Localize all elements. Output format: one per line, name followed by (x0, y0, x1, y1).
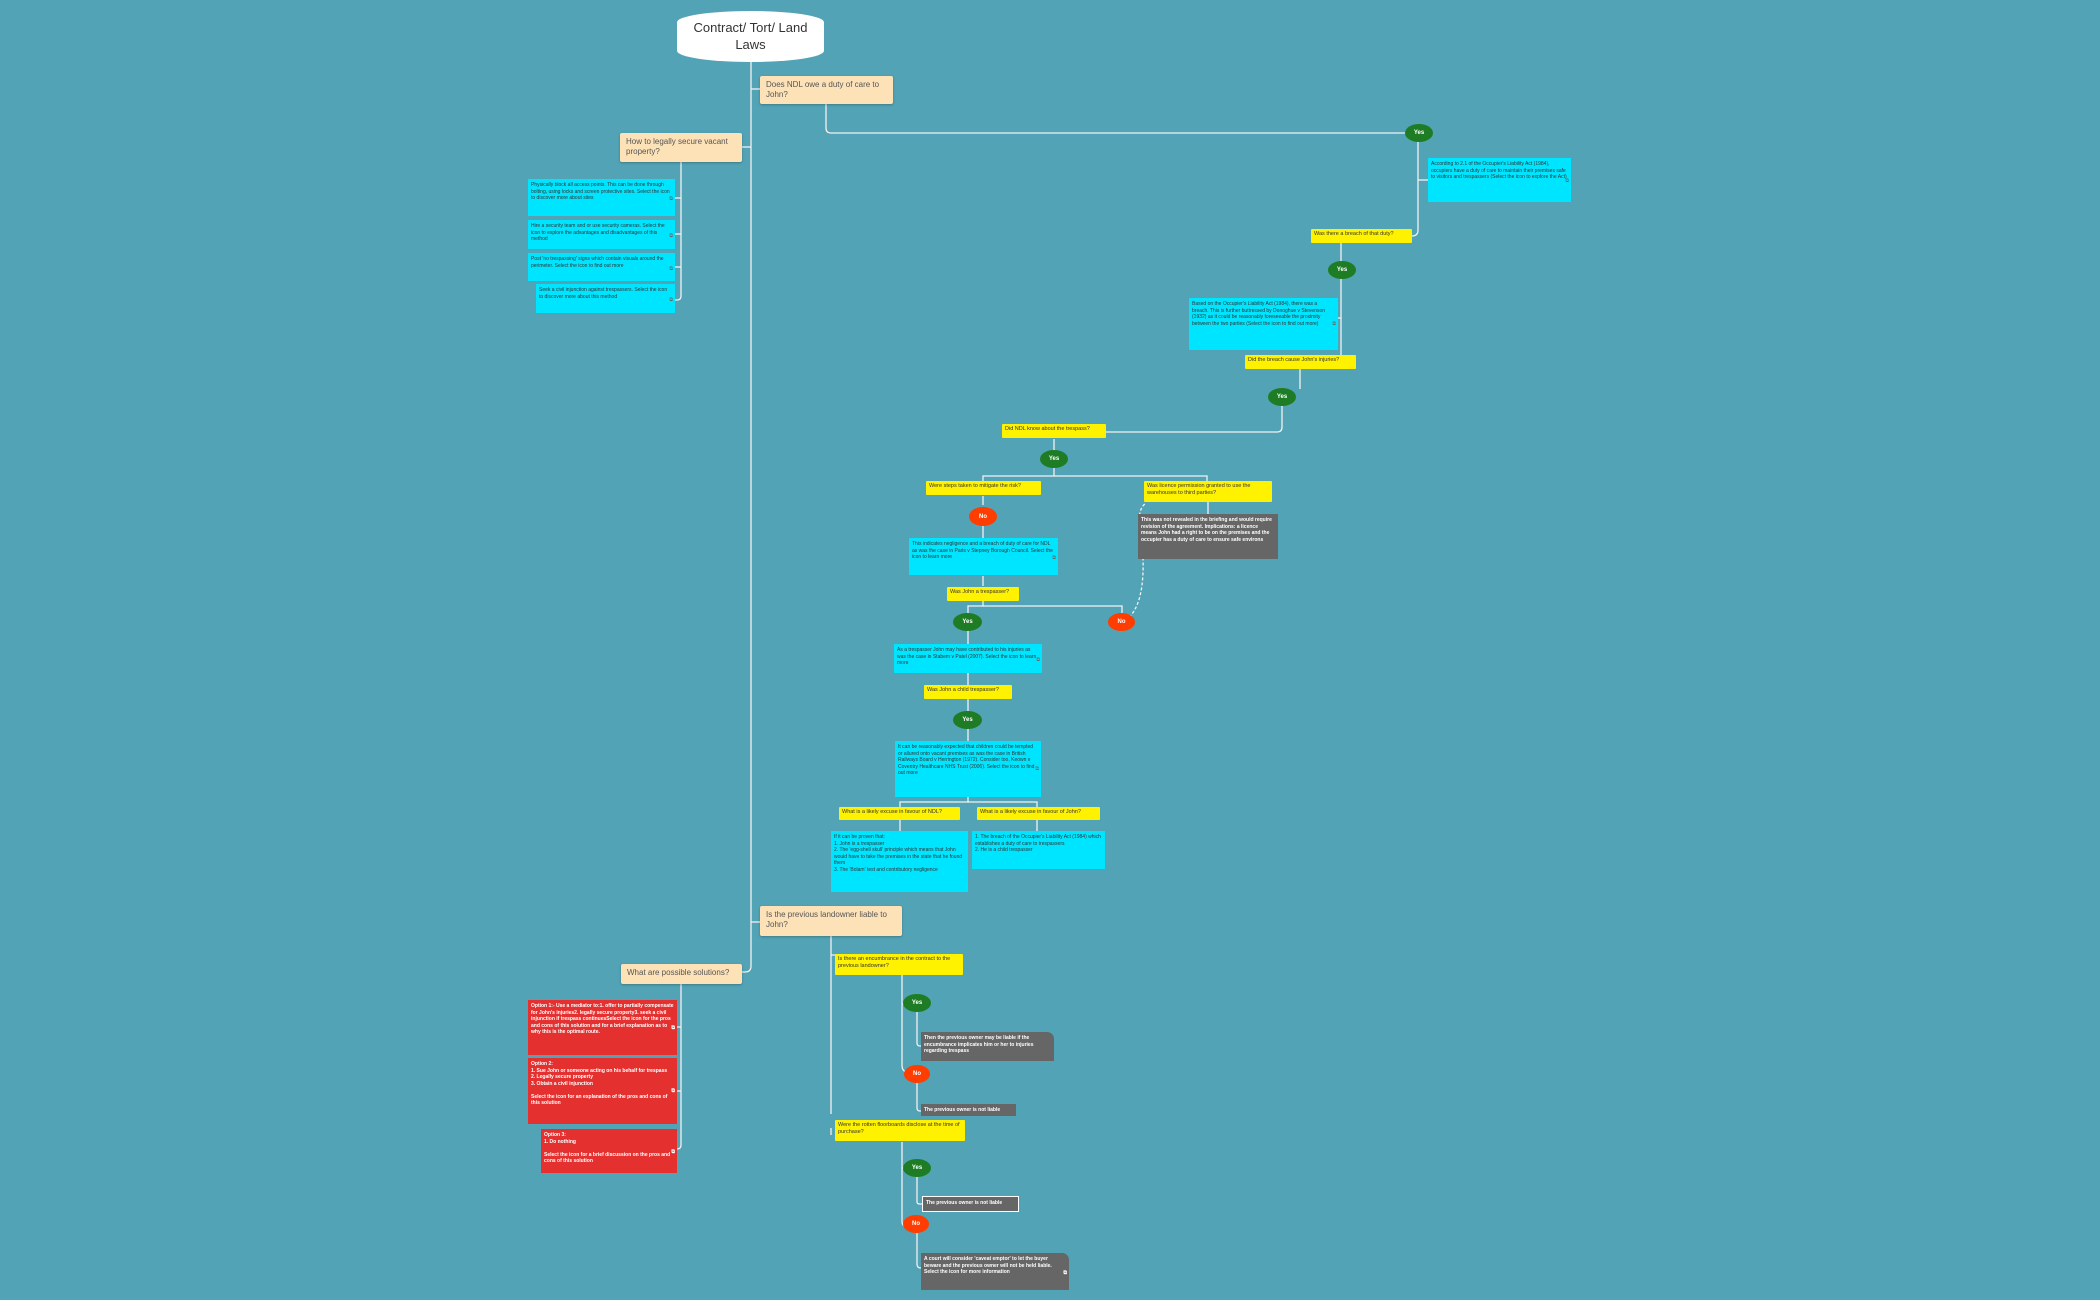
link-icon[interactable]: ⧉ (671, 1148, 675, 1155)
yellow-breach-question[interactable]: Was there a breach of that duty? (1311, 229, 1412, 243)
note-licence-implications[interactable]: This was not revealed in the briefing an… (1138, 514, 1278, 559)
link-icon[interactable]: ⧉ (1063, 1269, 1067, 1276)
link-icon[interactable]: ⧉ (669, 265, 673, 272)
note-text: Seek a civil injunction against trespass… (539, 287, 668, 300)
yellow-cause-question[interactable]: Did the breach cause John's injuries? (1245, 355, 1356, 369)
yellow-know-question[interactable]: Did NDL know about the trespass? (1002, 424, 1106, 438)
link-icon[interactable]: ⧉ (671, 1024, 675, 1031)
note-not-liable-2[interactable]: The previous owner is not liable (922, 1196, 1019, 1212)
link-icon[interactable]: ⧉ (669, 195, 673, 202)
link-icon[interactable]: ⧉ (1036, 657, 1040, 664)
note-text: It can be reasonably expected that child… (898, 744, 1035, 776)
solution-option-2[interactable]: Option 2: 1. Sue John or someone acting … (528, 1058, 677, 1124)
yellow-licence-question[interactable]: Was licence permission granted to use th… (1144, 481, 1272, 502)
note-text: Option 1:- Use a mediator to:1. offer to… (531, 1003, 674, 1035)
note-text: Physically block all access points. This… (531, 182, 670, 201)
note-text: Hire a security team and or use security… (531, 223, 665, 242)
yellow-excuse-john[interactable]: What is a likely excuse in favour of Joh… (977, 807, 1100, 820)
note-text: Based on the Occupier's Liability Act (1… (1192, 301, 1326, 327)
question-solutions[interactable]: What are possible solutions? (621, 964, 742, 984)
pill-no-encumbrance[interactable]: No (904, 1065, 930, 1083)
note-text: This indicates negligence and a breach o… (912, 541, 1053, 560)
link-icon[interactable]: ⧉ (1035, 766, 1039, 773)
pill-yes-encumbrance[interactable]: Yes (903, 994, 931, 1012)
yellow-trespasser-question[interactable]: Was John a trespasser? (947, 587, 1019, 601)
note-text: Post 'no trespassing' signs which contai… (531, 256, 664, 269)
note-not-liable-1[interactable]: The previous owner is not liable (921, 1104, 1016, 1116)
link-icon[interactable]: ⧉ (1332, 321, 1336, 328)
yellow-child-question[interactable]: Was John a child trespasser? (924, 685, 1012, 699)
question-secure-property[interactable]: How to legally secure vacant property? (620, 133, 742, 162)
note-caveat-emptor[interactable]: A court will consider 'caveat emptor' to… (921, 1253, 1069, 1290)
pill-yes-cause[interactable]: Yes (1268, 388, 1296, 406)
pill-yes-trespasser[interactable]: Yes (953, 613, 982, 631)
pill-no-steps[interactable]: No (969, 507, 997, 526)
note-previous-owner-liable[interactable]: Then the previous owner may be liable if… (921, 1032, 1054, 1061)
note-text: A court will consider 'caveat emptor' to… (924, 1256, 1052, 1275)
note-contributory[interactable]: As a trespasser John may have contribute… (894, 644, 1042, 673)
pill-yes-duty[interactable]: Yes (1405, 124, 1433, 142)
root-topic[interactable]: Contract/ Tort/ Land Laws (677, 11, 824, 62)
yellow-steps-question[interactable]: Were steps taken to mitigate the risk? (926, 481, 1041, 495)
link-icon[interactable]: ⧉ (671, 1087, 675, 1094)
link-icon[interactable]: ⧉ (669, 297, 673, 304)
note-secure-block[interactable]: Physically block all access points. This… (528, 179, 675, 216)
pill-yes-know[interactable]: Yes (1040, 450, 1068, 468)
note-breach-yes[interactable]: Based on the Occupier's Liability Act (1… (1189, 298, 1338, 350)
link-icon[interactable]: ⧉ (1052, 554, 1056, 561)
question-ndl-duty[interactable]: Does NDL owe a duty of care to John? (760, 76, 893, 104)
note-secure-signs[interactable]: Post 'no trespassing' signs which contai… (528, 253, 675, 281)
yellow-rotten-question[interactable]: Were the rotten floorboards disclose at … (835, 1120, 965, 1141)
pill-yes-rotten[interactable]: Yes (903, 1159, 931, 1177)
pill-yes-breach[interactable]: Yes (1328, 261, 1356, 279)
solution-option-3[interactable]: Option 3: 1. Do nothing Select the icon … (541, 1129, 677, 1173)
yellow-encumbrance-question[interactable]: Is there an encumbrance in the contract … (835, 954, 963, 975)
note-text: Option 2: 1. Sue John or someone acting … (531, 1061, 668, 1106)
question-previous-landowner[interactable]: Is the previous landowner liable to John… (760, 906, 902, 936)
pill-yes-child[interactable]: Yes (953, 711, 982, 729)
solution-option-1[interactable]: Option 1:- Use a mediator to:1. offer to… (528, 1000, 677, 1055)
note-text: According to 2.1 of the Occupier's Liabi… (1431, 161, 1567, 180)
pill-no-rotten[interactable]: No (903, 1215, 929, 1233)
note-occupiers-liability[interactable]: According to 2.1 of the Occupier's Liabi… (1428, 158, 1571, 202)
link-icon[interactable]: ⧉ (669, 233, 673, 240)
link-icon[interactable]: ⧉ (1565, 177, 1569, 184)
note-negligence[interactable]: This indicates negligence and a breach o… (909, 538, 1058, 575)
note-john-excuse[interactable]: 1. The breach of the Occupier's Liabilit… (972, 831, 1105, 869)
note-text: As a trespasser John may have contribute… (897, 647, 1037, 666)
pill-no-trespasser[interactable]: No (1108, 613, 1135, 631)
note-secure-security[interactable]: Hire a security team and or use security… (528, 220, 675, 249)
note-child-trespasser[interactable]: It can be reasonably expected that child… (895, 741, 1041, 797)
note-secure-injunction[interactable]: Seek a civil injunction against trespass… (536, 284, 675, 313)
yellow-excuse-ndl[interactable]: What is a likely excuse in favour of NDL… (839, 807, 960, 820)
note-text: Option 3: 1. Do nothing Select the icon … (544, 1132, 671, 1164)
note-ndl-excuse[interactable]: If it can be proven that: 1. John is a t… (831, 831, 968, 892)
